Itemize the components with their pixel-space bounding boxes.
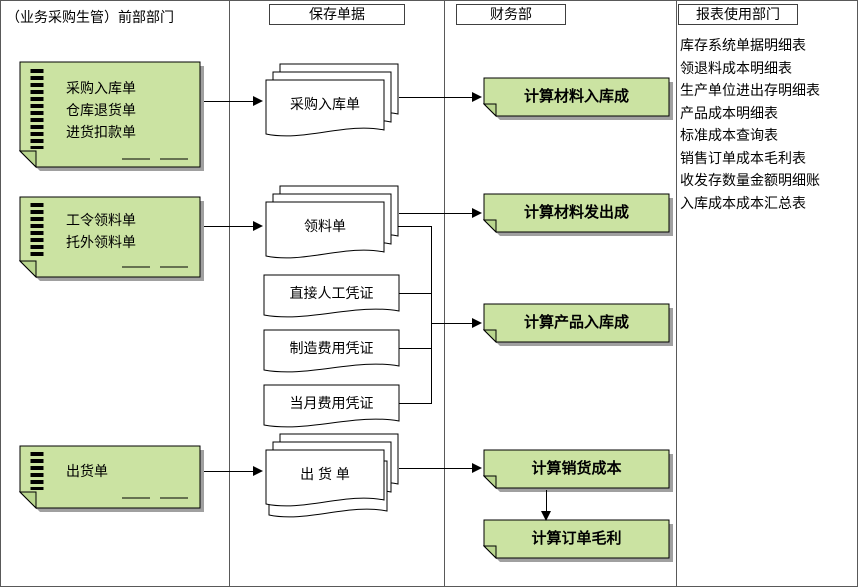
note-purchase-docs: 采购入库单 仓库退货单 进货扣款单 xyxy=(19,61,206,173)
arrow-line xyxy=(399,213,473,214)
process-label: 计算订单毛利 xyxy=(531,530,622,547)
document-month-expense-voucher: 当月费用凭证 xyxy=(263,384,401,432)
arrow-line xyxy=(204,226,254,227)
note-shipment-doc: 出货单 xyxy=(19,445,206,513)
process-card-svg xyxy=(483,303,673,346)
document-label: 采购入库单 xyxy=(290,96,360,112)
report-item: 产品成本明细表 xyxy=(680,104,778,121)
report-item: 领退料成本明细表 xyxy=(680,59,792,76)
arrow-line xyxy=(204,471,254,472)
process-calc-material-in: 计算材料入库成 xyxy=(483,77,674,121)
report-list: 库存系统单据明细表 领退料成本明细表 生产单位进出存明细表 产品成本明细表 标准… xyxy=(680,34,820,214)
connector-line xyxy=(399,293,431,294)
lane-separator-2 xyxy=(444,1,445,586)
arrow-head xyxy=(253,221,263,231)
lane-header-report-users: 报表使用部门 xyxy=(678,4,798,25)
document-stack-svg xyxy=(265,63,399,137)
process-card-svg xyxy=(483,193,673,236)
report-item: 收发存数量金额明细账 xyxy=(680,172,820,188)
process-label: 计算材料发出成 xyxy=(523,204,629,221)
document-stack-purchase-in: 采购入库单 xyxy=(265,63,400,141)
report-item: 标准成本查询表 xyxy=(680,127,778,143)
arrow-head xyxy=(253,466,263,476)
connector-line xyxy=(398,226,432,227)
note-line: 出货单 xyxy=(66,463,108,479)
note-requisition-docs: 工令领料单 托外领料单 xyxy=(19,196,206,283)
note-shape-svg xyxy=(19,445,204,512)
lane-separator-3 xyxy=(676,1,677,586)
arrow-head xyxy=(253,96,263,106)
arrow-head xyxy=(472,208,482,218)
report-item: 入库成本成本汇总表 xyxy=(680,194,806,211)
arrow-head xyxy=(472,318,482,328)
process-card-svg xyxy=(483,519,673,562)
arrow-head xyxy=(472,92,482,102)
process-card-svg xyxy=(483,77,673,120)
document-stack-svg xyxy=(265,433,399,518)
arrow-line xyxy=(204,101,254,102)
document-label: 出 货 单 xyxy=(300,466,350,482)
process-label: 计算材料入库成 xyxy=(523,88,629,105)
connector-line xyxy=(399,348,431,349)
lane-header-front-dept: （业务采购生管）前部部门 xyxy=(6,9,174,25)
note-line: 进货扣款单 xyxy=(66,124,136,140)
note-shape-svg xyxy=(19,196,204,281)
process-calc-product-in: 计算产品入库成 xyxy=(483,303,674,347)
note-line: 仓库退货单 xyxy=(66,102,136,118)
process-card-svg xyxy=(483,449,673,492)
document-label: 制造费用凭证 xyxy=(289,340,374,356)
process-calc-material-out: 计算材料发出成 xyxy=(483,193,674,237)
process-calc-order-profit: 计算订单毛利 xyxy=(483,519,674,563)
note-line: 采购入库单 xyxy=(66,80,136,96)
document-label: 当月费用凭证 xyxy=(289,395,374,411)
document-stack-shipment: 出 货 单 xyxy=(265,433,400,525)
document-label: 领料单 xyxy=(304,218,346,234)
arrow-line xyxy=(399,97,473,98)
note-shape-svg xyxy=(19,61,204,171)
document-svg xyxy=(263,384,400,428)
process-label: 计算销货成本 xyxy=(531,460,622,477)
process-calc-sales-cost: 计算销货成本 xyxy=(483,449,674,493)
arrow-line xyxy=(546,490,547,511)
document-svg xyxy=(263,329,400,373)
document-mfg-expense-voucher: 制造费用凭证 xyxy=(263,329,401,377)
arrow-line xyxy=(399,468,473,469)
connector-line xyxy=(399,403,431,404)
arrow-head xyxy=(541,511,551,521)
note-line: 托外领料单 xyxy=(66,234,136,250)
report-item: 销售订单成本毛利表 xyxy=(680,149,806,166)
arrow-head xyxy=(472,463,482,473)
document-stack-svg xyxy=(265,185,399,259)
document-svg xyxy=(263,274,400,318)
lane-header-finance: 财务部 xyxy=(456,4,566,25)
document-label: 直接人工凭证 xyxy=(289,285,374,301)
report-item: 库存系统单据明细表 xyxy=(680,37,806,53)
lane-header-save-docs: 保存单据 xyxy=(269,4,405,25)
arrow-line xyxy=(431,323,472,324)
document-stack-requisition: 领料单 xyxy=(265,185,400,263)
connector-line xyxy=(431,226,432,404)
document-direct-labor-voucher: 直接人工凭证 xyxy=(263,274,401,322)
note-line: 工令领料单 xyxy=(66,212,136,228)
lane-separator-1 xyxy=(229,1,230,586)
report-item: 生产单位进出存明细表 xyxy=(680,82,820,98)
process-label: 计算产品入库成 xyxy=(523,314,629,331)
